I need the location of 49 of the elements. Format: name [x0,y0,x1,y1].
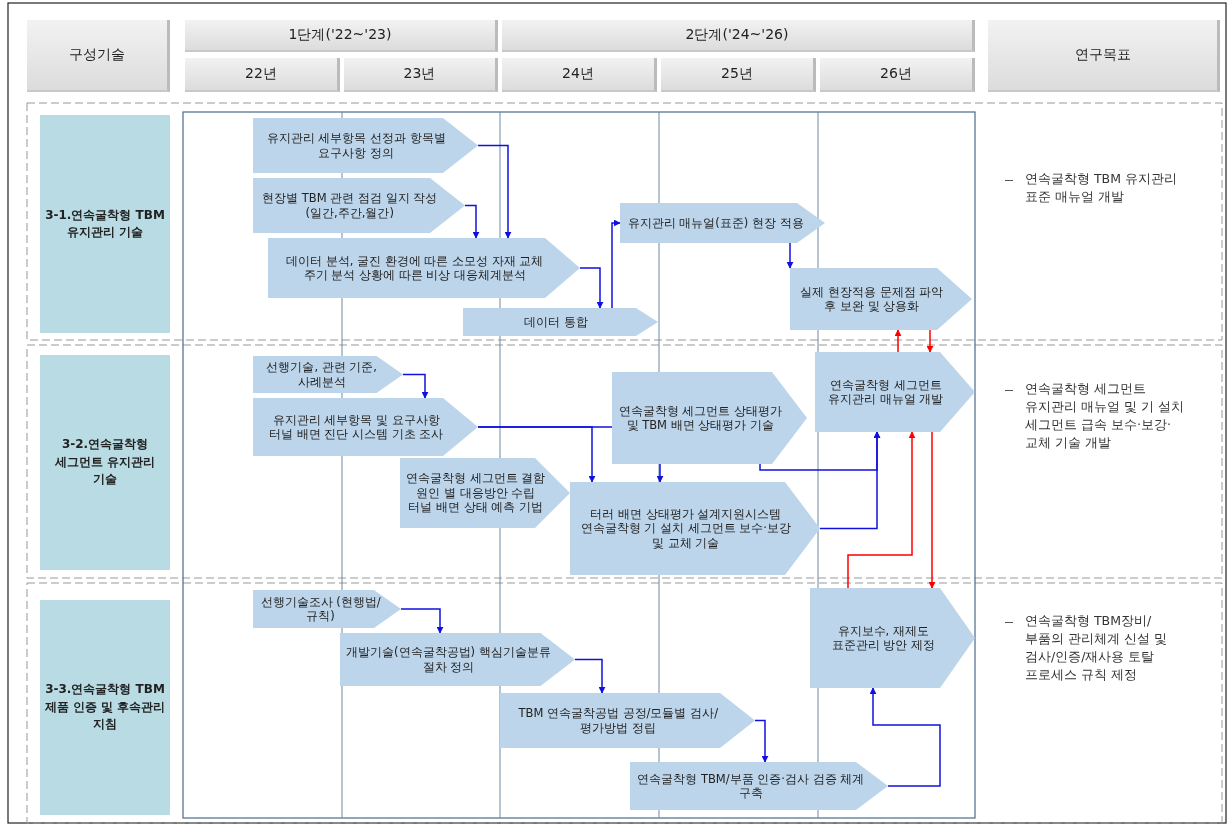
connector-arrow [574,658,606,694]
task-block: 연속굴착형 TBM/부품 인증·검사 검증 체계 구축 [630,762,888,810]
task-block: 유지관리 매뉴얼(표준) 현장 적용 [620,203,825,243]
connector-arrow [579,267,604,309]
task-block: 연속굴착형 세그먼트 상태평가 및 TBM 배면 상태평가 기술 [612,372,807,464]
research-goal-text: 연속굴착형 TBM장비/부품의 관리체계 신설 및 검사/인증/재사용 토탈 프로세스 규칙 제정 [1025,612,1168,685]
task-block: 선행기술, 관련 기준, 사례분석 [253,356,403,393]
connector-arrow [894,329,902,353]
header-cell: 1단계('22~'23) [185,20,498,52]
connector-arrow [464,204,480,239]
header-cell: 22년 [185,58,340,92]
connector-arrow [400,608,444,634]
header-cell: 24년 [502,58,657,92]
connector-arrow [402,373,429,399]
connector-arrow [926,329,934,353]
connector-arrow [656,463,664,483]
header-cell: 구성기술 [27,20,170,92]
task-block: 연속굴착형 세그먼트 유지관리 매뉴얼 개발 [815,352,975,432]
task-block: 터러 배면 상태평가 설계지원시스템 연속굴착형 기 설치 세그먼트 보수·보강 및 교체 기술 [570,482,820,575]
research-goal-text: 연속굴착형 TBM 유지관리 표준 매뉴얼 개발 [1025,170,1178,207]
connector-arrow [611,219,621,309]
header-cell: 2단계('24~'26) [502,20,975,52]
connector-arrow [928,431,936,589]
connector-arrow [477,426,596,483]
header-cell: 23년 [344,58,498,92]
task-block: 개발기술(연속굴착공법) 핵심기술분류 절차 정의 [340,633,575,686]
task-block: 실제 현장적용 문제점 파악 후 보완 및 상용화 [790,268,972,330]
category-label-box: 3-1.연속굴착형 TBM 유지관리 기술 [40,115,170,333]
task-block: 선행기술조사 (현행법/규칙) [253,590,401,628]
task-block: 유지관리 세부항목 선정과 항목별 요구사항 정의 [253,118,478,173]
header-cell: 연구목표 [988,20,1220,92]
task-block: 현장별 TBM 관련 점검 일지 작성 (일간,주간,월간) [253,178,465,233]
task-block: 데이터 분석, 굴진 환경에 따른 소모성 자재 교체 주기 분석 상황에 따른 비상 대응체계분석 [268,238,580,298]
research-goal-text: 연속굴착형 세그먼트 유지관리 매뉴얼 및 기 설치 세그먼트 급속 보수·보강·교체 기술 개발 [1025,380,1185,453]
task-block: TBM 연속굴착공법 공정/모듈별 검사/평가방법 정립 [500,693,755,748]
task-block: 유지보수, 재제도 표준관리 방안 제정 [810,588,975,688]
header-cell: 25년 [661,58,816,92]
header-cell: 26년 [820,58,975,92]
category-label-box: 3-2.연속굴착형 세그먼트 유지관리 기술 [40,355,170,570]
connector-arrow [869,687,941,787]
connector-arrow [847,431,916,589]
connector-arrow [819,431,881,530]
connector-arrow [754,719,769,763]
connector-arrow [786,242,794,269]
task-block: 연속굴착형 세그먼트 결함 원인 별 대응방안 수립 터널 배면 상태 예측 기법 [400,458,570,528]
task-block: 데이터 통합 [463,308,658,336]
connector-arrow [477,144,512,239]
task-block: 유지관리 세부항목 및 요구사항 터널 배면 진단 시스템 기초 조사 [253,398,478,456]
category-label-box: 3-3.연속굴착형 TBM 제품 인증 및 후속관리 지침 [40,600,170,815]
